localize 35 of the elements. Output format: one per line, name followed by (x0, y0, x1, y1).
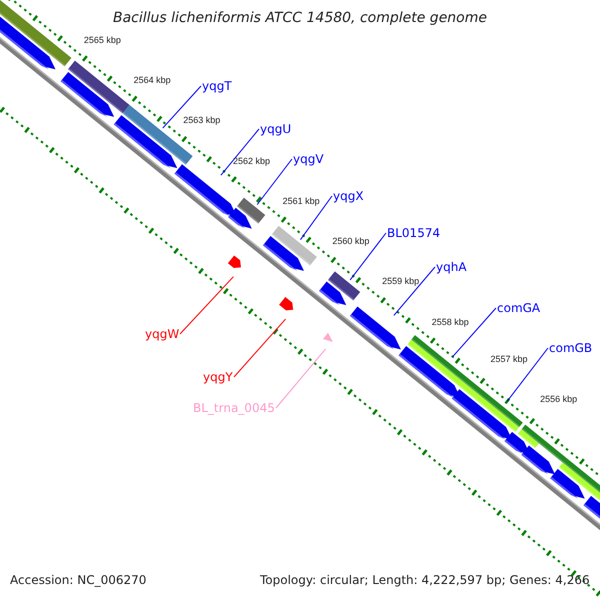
gene-label: comGB (549, 341, 592, 355)
gene-label: BL01574 (387, 226, 440, 240)
leader-line (393, 266, 436, 316)
scale-label: 2562 kbp (232, 154, 270, 168)
leader-line (234, 318, 286, 378)
accession-label: Accession: NC_006270 (10, 573, 146, 587)
leader-line (300, 196, 332, 240)
gene-label: yqgT (202, 79, 232, 93)
scale-label: 2563 kbp (183, 114, 220, 128)
leader-line (162, 86, 202, 129)
leader-line (506, 348, 548, 402)
gene-label: yqgY (203, 370, 233, 384)
gene-label: yqgX (333, 189, 364, 203)
gene-label: comGA (497, 301, 540, 315)
leader-line (350, 232, 386, 280)
scale-label: 2564 kbp (134, 74, 171, 87)
gene-label: yqgU (260, 122, 292, 136)
gene-label: yqgV (293, 152, 324, 166)
scale-label: 2556 kbp (540, 393, 578, 406)
scale-label: 2565 kbp (84, 34, 121, 47)
leader-line (220, 128, 260, 176)
gene-label: yqhA (436, 260, 467, 274)
genome-info-label: Topology: circular; Length: 4,222,597 bp; Genes: 4,266 (260, 573, 590, 587)
gene-label: yqgW (145, 327, 180, 341)
scale-label: 2557 kbp (490, 353, 528, 366)
leader-line (452, 308, 496, 358)
scale-label: 2559 kbp (382, 275, 420, 288)
title: Bacillus licheniformis ATCC 14580, complete genome (112, 11, 488, 25)
leader-line (180, 276, 234, 334)
scale-label: 2560 kbp (332, 235, 370, 248)
leader-line (276, 348, 326, 408)
gene-label: BL_trna_0045 (193, 401, 275, 415)
scale-label: 2558 kbp (432, 316, 469, 329)
leader-line (256, 158, 292, 206)
scale-label: 2561 kbp (282, 194, 320, 208)
